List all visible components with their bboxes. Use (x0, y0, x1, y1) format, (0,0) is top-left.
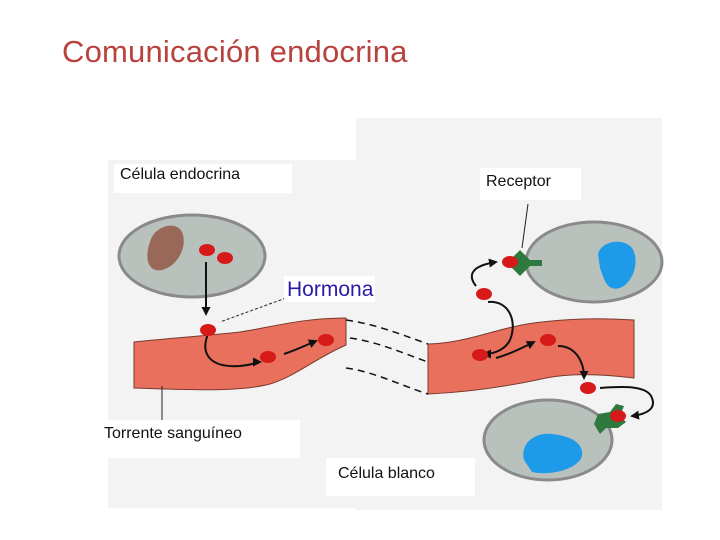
hormone-molecule (580, 382, 596, 394)
receptor-top (512, 250, 542, 276)
dashed-vessel-line (345, 367, 429, 395)
arrow-icon (557, 345, 589, 380)
hormone-molecule (217, 252, 233, 264)
hormone-molecule (318, 334, 334, 346)
hormone-molecule-bound (502, 256, 518, 268)
arrow-icon (599, 386, 654, 420)
arrow-icon (482, 300, 514, 359)
arrow-icon (283, 339, 318, 355)
hormone-molecule (200, 324, 216, 336)
target-cell-top (524, 220, 664, 304)
blood-vessel-segment-right (427, 318, 635, 395)
hormone-molecule (199, 244, 215, 256)
label-endocrine-cell: Célula endocrina (114, 164, 293, 193)
arrow-icon (495, 341, 536, 359)
dashed-vessel-line (349, 337, 429, 363)
hormone-molecule (472, 349, 488, 361)
label-receptor: Receptor (480, 168, 581, 200)
label-hormone: Hormona (284, 276, 376, 302)
hormone-pointer-line (219, 297, 287, 323)
arrow-icon (204, 333, 262, 368)
target-nucleus-top (598, 241, 636, 289)
arrow-icon (470, 258, 498, 287)
endocrine-cell (117, 213, 267, 299)
dashed-vessel-line (345, 319, 429, 345)
hormone-molecule (540, 334, 556, 346)
hormone-molecule-bound (610, 410, 626, 422)
slide-title: Comunicación endocrina (62, 34, 408, 69)
endocrine-nucleus (147, 225, 184, 271)
blood-vessel-segment-left (133, 317, 347, 391)
hormone-molecule (476, 288, 492, 300)
label-bloodstream: Torrente sanguíneo (100, 420, 300, 458)
label-target-cell: Célula blanco (326, 458, 475, 496)
target-nucleus-bottom (523, 433, 583, 474)
hormone-molecule (260, 351, 276, 363)
receptor-pointer-line (521, 203, 529, 249)
